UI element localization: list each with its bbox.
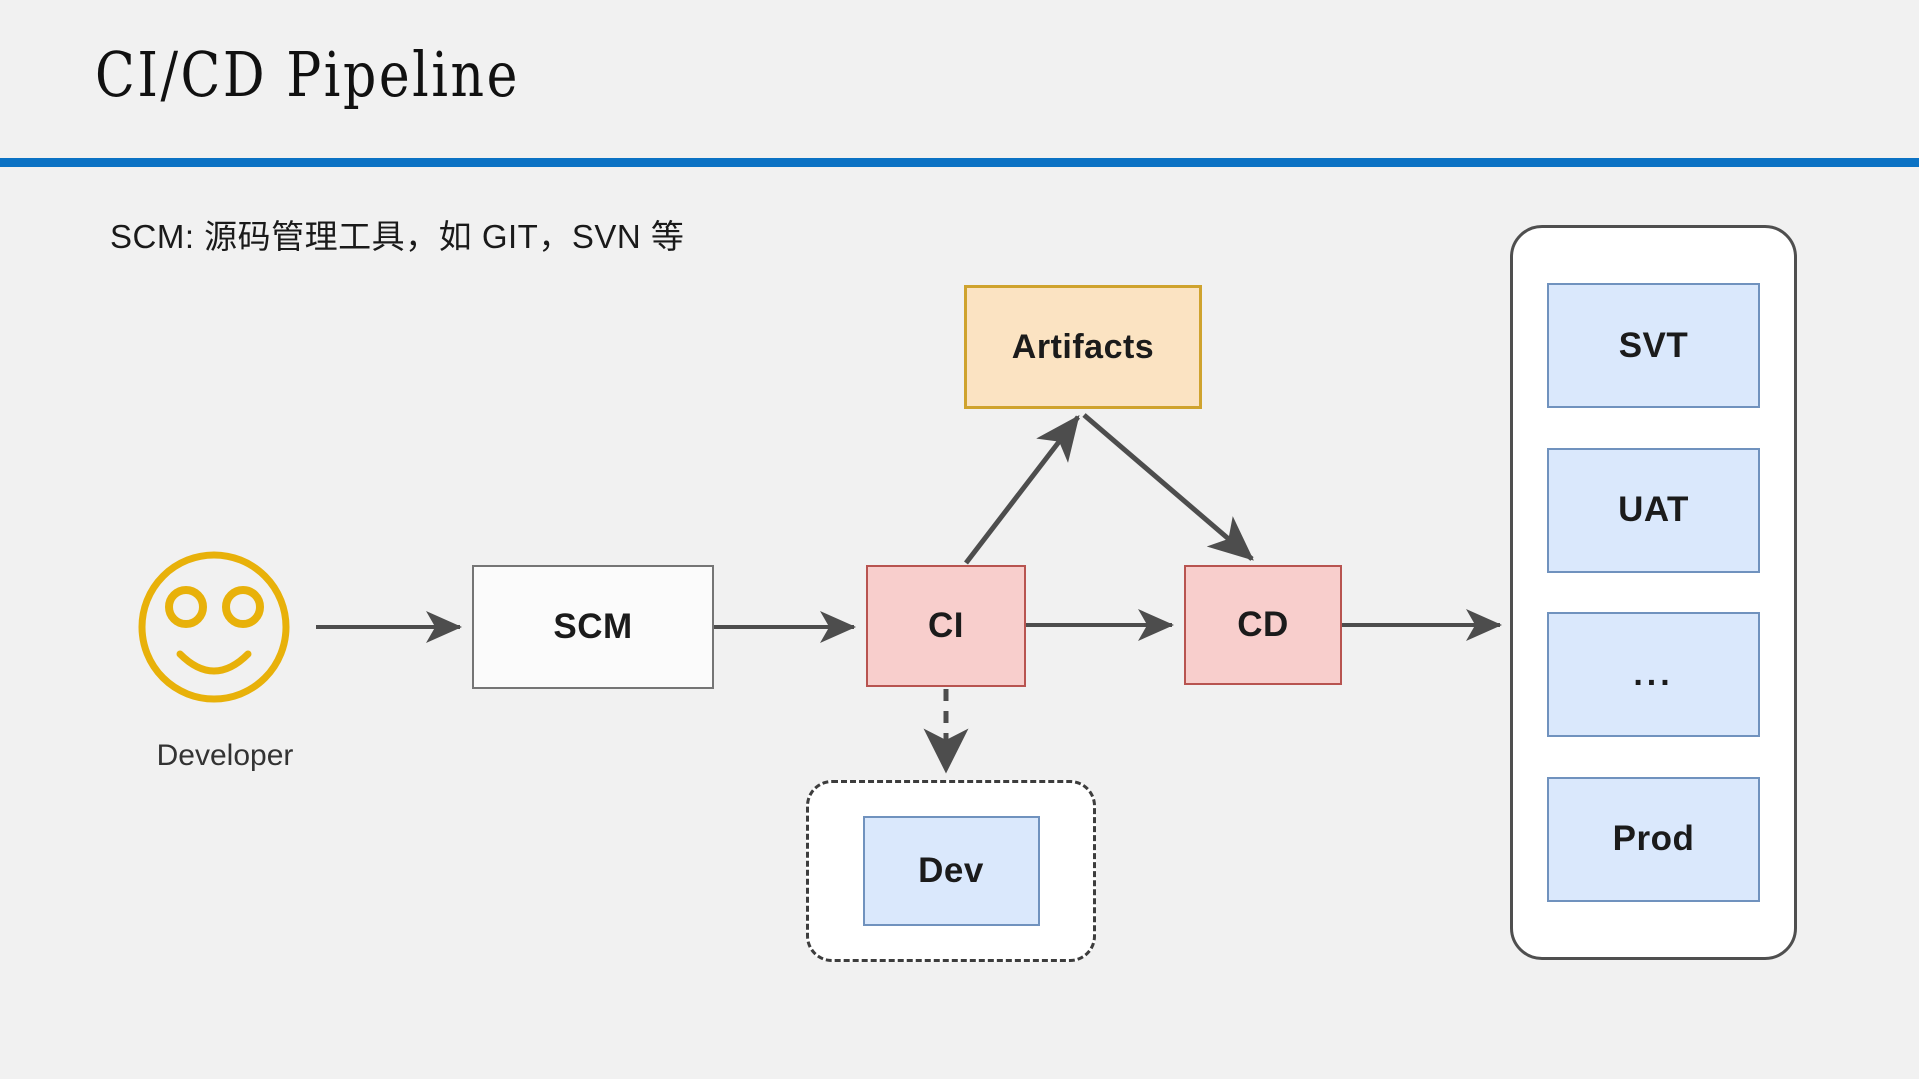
node-artifacts[interactable]: Artifacts [964,285,1202,409]
cicd-pipeline-diagram: Developer SCM CI CD Artifacts Dev SVT UA… [0,167,1919,1079]
subtitle-note: SCM: 源码管理工具，如 GIT，SVN 等 [110,218,685,255]
env-box-prod[interactable]: Prod [1547,776,1760,902]
diagram-connectors-layer [138,413,1502,774]
environments-panel: SVT UAT ... Prod [1510,225,1797,960]
node-ci[interactable]: CI [866,565,1026,687]
connector-artifacts-to-cd [1082,413,1254,561]
node-cd[interactable]: CD [1184,565,1342,685]
env-box-svt[interactable]: SVT [1547,283,1760,409]
page-title: CI/CD Pipeline [95,38,520,111]
dev-environment-group: Dev [806,780,1096,962]
slide-header: CI/CD Pipeline [0,0,1919,158]
title-divider-rule [0,158,1919,167]
developer-label: Developer [156,739,294,772]
env-box-uat[interactable]: UAT [1547,447,1760,573]
node-dev[interactable]: Dev [862,816,1040,926]
env-box-more[interactable]: ... [1547,612,1760,738]
smiley-face-icon [138,551,290,703]
connector-ci-to-artifacts [964,415,1080,565]
node-scm[interactable]: SCM [472,565,714,689]
